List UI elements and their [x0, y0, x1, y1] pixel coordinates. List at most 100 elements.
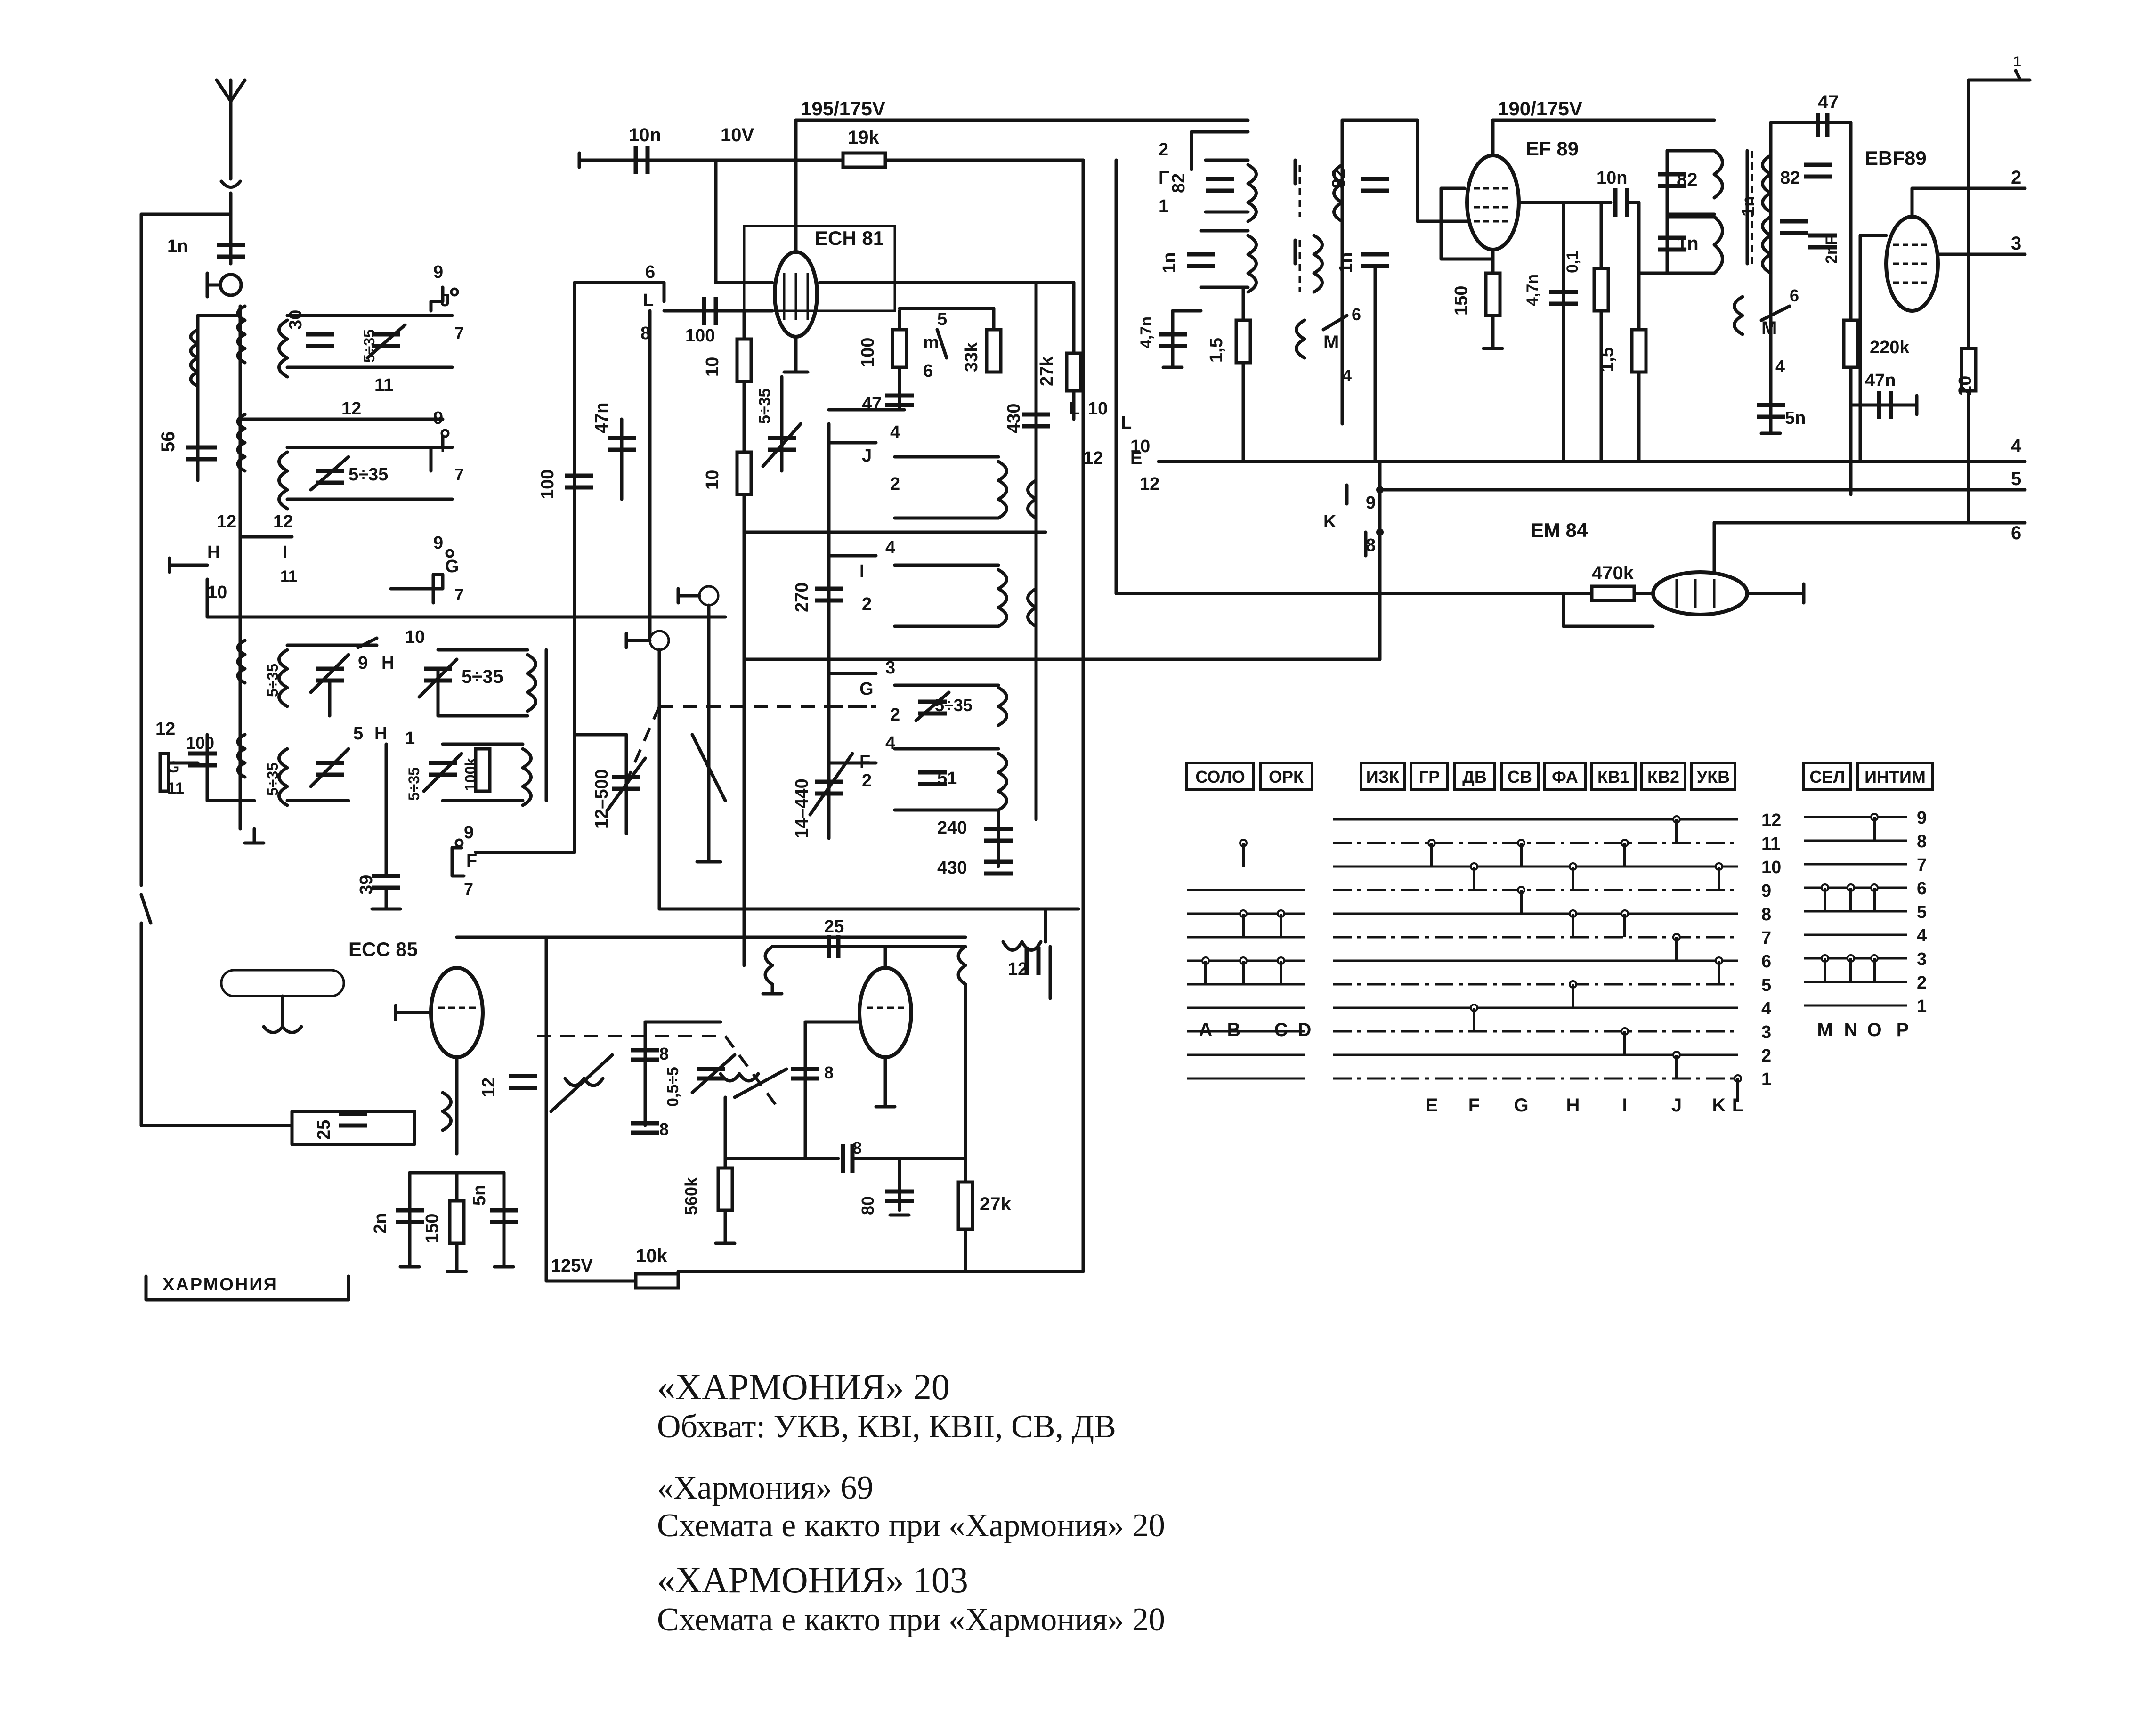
- c2n-label: 2n: [371, 1213, 390, 1234]
- svg-text:9: 9: [358, 653, 368, 673]
- ef89-section: 190/175V EF 89 150 4,7n 0,1 10n 1,5: [1439, 92, 1853, 496]
- r33k-label: 33k: [962, 342, 981, 372]
- out4-label: 4: [2011, 436, 2022, 456]
- switch-row-number: 8: [1761, 905, 1771, 924]
- switch-header-box: [1453, 762, 1496, 791]
- r19k-label: 19k: [848, 127, 879, 148]
- ef89-label: EF 89: [1526, 138, 1579, 160]
- fm-tuner-section: 12 ECC 85 25 2n 150 5n 12: [220, 907, 1085, 1290]
- r470k-label: 470k: [1592, 563, 1634, 583]
- c12-500-label: 12–500: [592, 769, 612, 829]
- svg-text:11: 11: [167, 779, 184, 797]
- switch-header-label: ОРК: [1269, 767, 1304, 786]
- c1n-b-label: 1n: [1336, 252, 1356, 273]
- c535-h2-label: 5÷35: [462, 666, 503, 687]
- c5n-b-label: 5n: [470, 1185, 489, 1206]
- c100-left-label: 100: [186, 733, 214, 753]
- antenna-section: 1n 56 100: [139, 78, 727, 1127]
- c100-ech-label: 100: [685, 326, 715, 346]
- out2-label: 2: [2011, 167, 2021, 188]
- svg-text:2: 2: [862, 771, 872, 791]
- switch-header-label: СВ: [1508, 767, 1532, 786]
- c240-label: 240: [937, 818, 967, 838]
- caption-block: «ХАРМОНИЯ» 20 Обхват: УКВ, КВI, КВII, СВ…: [657, 1366, 1165, 1639]
- svg-text:6: 6: [645, 262, 655, 282]
- ebf89-label: EBF89: [1865, 147, 1927, 169]
- switch-row-number: 3: [1917, 949, 1927, 969]
- switch-header-box: [1259, 762, 1313, 791]
- ecc85-tube-b: [858, 966, 913, 1059]
- svg-text:Γ: Γ: [1159, 168, 1169, 188]
- out3-label: 3: [2011, 233, 2021, 254]
- r27k-label: 27k: [1037, 356, 1057, 386]
- r100k-label: 100k: [462, 758, 479, 791]
- antenna-icon: [215, 78, 247, 181]
- switch-column-label: P: [1897, 1020, 1909, 1040]
- c25-in-label: 25: [314, 1120, 334, 1140]
- c535-a-label: 5÷35: [361, 329, 378, 363]
- c1n-if-label: 1n: [1159, 252, 1179, 273]
- switch-column-label: N: [1844, 1020, 1858, 1040]
- svg-text:2: 2: [1159, 140, 1168, 160]
- svg-text:9: 9: [433, 533, 443, 553]
- switch-header-box: [1410, 762, 1449, 791]
- svg-text:F: F: [466, 851, 477, 871]
- c535-osc-label: 5÷35: [756, 389, 774, 424]
- switch-column-label: M: [1817, 1020, 1832, 1040]
- v190-label: 190/175V: [1498, 97, 1582, 120]
- svg-text:H: H: [374, 724, 387, 744]
- c535-5-label: 5÷35: [264, 762, 281, 796]
- svg-text:E: E: [1130, 448, 1142, 468]
- switch-row-number: 9: [1917, 808, 1927, 828]
- svg-text:12: 12: [155, 719, 175, 739]
- r27k-b-label: 27k: [980, 1194, 1011, 1215]
- svg-text:11: 11: [280, 567, 297, 585]
- em84-section: EM 84 470k: [1114, 519, 1806, 628]
- switch-row-number: 7: [1761, 928, 1771, 948]
- v10-label: 10V: [721, 125, 754, 146]
- svg-text:M: M: [1323, 332, 1339, 353]
- ecc85-tube-a: [429, 966, 485, 1059]
- switch-header-box: [1543, 762, 1587, 791]
- switch-column-label: E: [1426, 1095, 1438, 1116]
- svg-text:2: 2: [890, 705, 900, 725]
- c100-mid-label: 100: [538, 470, 558, 499]
- c5n-label: 5n: [1785, 408, 1806, 428]
- r150-b-label: 150: [422, 1214, 442, 1243]
- svg-text:4: 4: [885, 733, 895, 753]
- c47n-if-label: 4,7n: [1137, 316, 1155, 348]
- c10n-ef-label: 10n: [1597, 168, 1627, 188]
- r20-label: 20: [1955, 376, 1975, 396]
- c25-top-label: 25: [824, 917, 844, 937]
- c39-label: 39: [357, 875, 376, 895]
- switch-row-number: 11: [1761, 834, 1780, 854]
- svg-text:12: 12: [273, 512, 293, 532]
- switch-header-label: ИЗК: [1366, 767, 1400, 786]
- svg-text:L: L: [643, 291, 654, 310]
- ech81-label: ECH 81: [815, 227, 884, 249]
- switch-row-number: 2: [1917, 973, 1927, 993]
- c8-a-label: 8: [659, 1044, 669, 1063]
- c82-a-label: 82: [1169, 173, 1189, 193]
- svg-text:8: 8: [1366, 535, 1376, 555]
- c535-h1-label: 5÷35: [264, 664, 281, 697]
- svg-text:3: 3: [885, 658, 895, 678]
- svg-text:12: 12: [341, 399, 361, 419]
- mixer-section: 10n 10V 19k 195/175V ECH 81 100 10 10 6: [474, 97, 1382, 1273]
- antenna-switch: [139, 893, 153, 925]
- c01-label: 0,1: [1564, 251, 1581, 273]
- svg-text:11: 11: [374, 375, 393, 395]
- switch-row-number: 7: [1917, 855, 1927, 875]
- switch-column-label: A: [1199, 1020, 1213, 1040]
- switch-column-label: H: [1566, 1095, 1580, 1116]
- c270-label: 270: [792, 583, 812, 612]
- v125-label: 125V: [551, 1256, 593, 1276]
- svg-text:9: 9: [464, 823, 474, 843]
- switch-row-number: 9: [1761, 881, 1771, 901]
- c535-r-label: 5÷35: [405, 767, 422, 801]
- r10a-label: 10: [703, 357, 722, 377]
- c2nf-label: 2nF: [1823, 235, 1840, 264]
- r150-label: 150: [1451, 286, 1471, 316]
- svg-text:M: M: [1761, 318, 1777, 339]
